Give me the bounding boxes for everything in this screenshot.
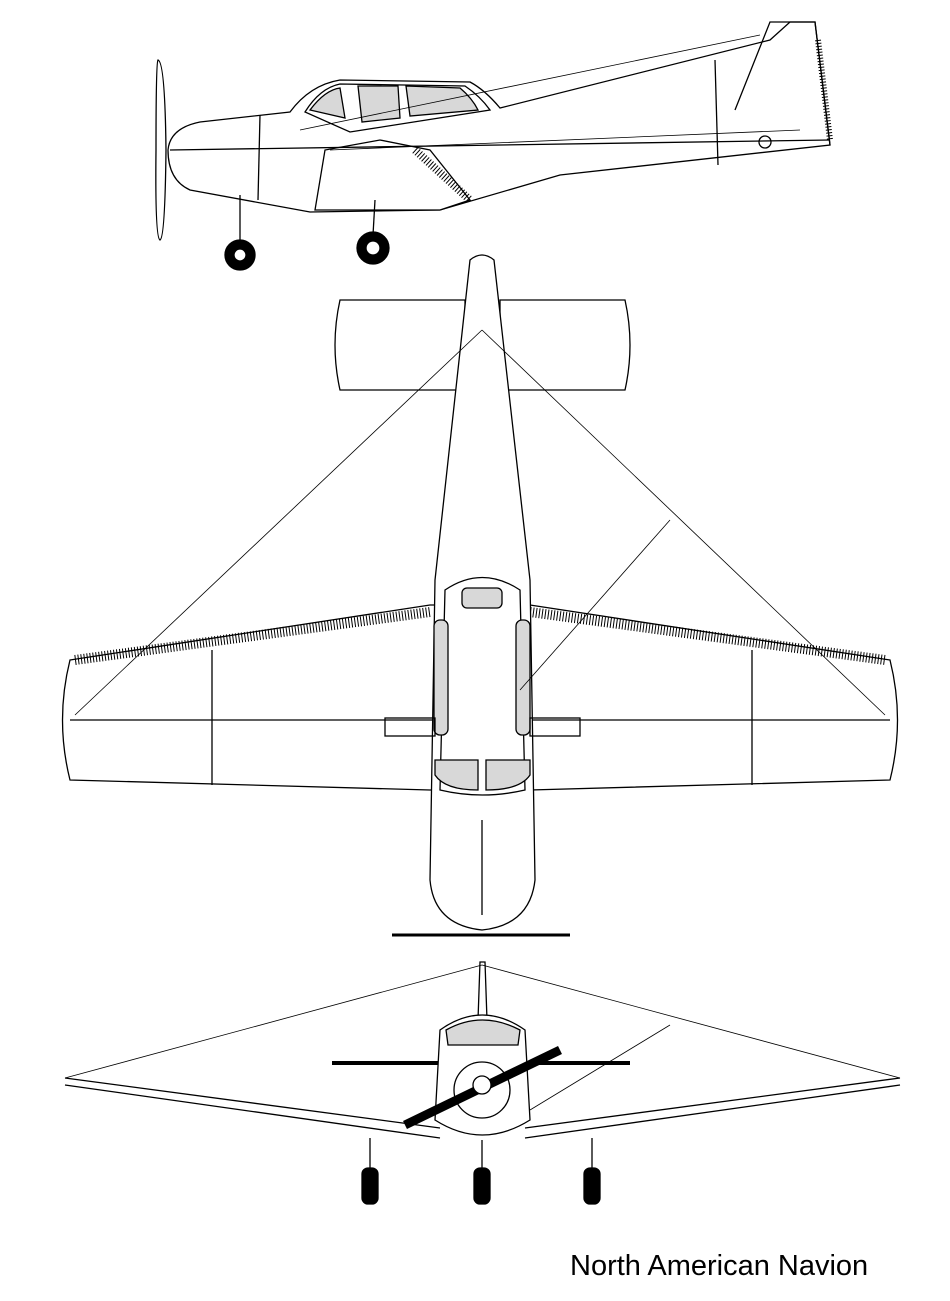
- guide-line: [481, 964, 901, 1079]
- guide-line: [64, 964, 483, 1079]
- wheel-nose: [473, 1167, 491, 1205]
- canopy-window-1: [308, 87, 346, 119]
- horizontal-tail: [334, 299, 631, 391]
- tail-joint: [714, 59, 719, 166]
- wing-left-front: [64, 1077, 441, 1129]
- main-hub: [365, 240, 381, 256]
- fuselage-line: [169, 139, 831, 151]
- wing-right-front: [524, 1077, 901, 1129]
- pitot-left: [384, 717, 436, 737]
- side-window-right: [515, 619, 531, 736]
- cowl-line: [257, 114, 261, 201]
- windshield-right: [485, 759, 531, 791]
- nose-hub: [233, 248, 247, 262]
- wing-right-front-lower: [524, 1084, 901, 1139]
- flap-hatching: [412, 147, 473, 203]
- tail-fin: [734, 21, 831, 146]
- wheel-left: [361, 1167, 379, 1205]
- canopy-window-2: [357, 85, 401, 123]
- side-view: [155, 21, 833, 271]
- cowl-front: [453, 1061, 511, 1119]
- tail-light: [758, 135, 772, 149]
- front-view: [64, 961, 901, 1205]
- canopy-top: [439, 576, 526, 796]
- wheel-right: [583, 1167, 601, 1205]
- main-gear: [372, 199, 376, 236]
- drawing-caption: North American Navion: [570, 1250, 869, 1282]
- windshield-left: [434, 759, 479, 791]
- windshield-front: [445, 1019, 521, 1046]
- wing-left-front-lower: [64, 1084, 441, 1139]
- guide-line: [529, 1024, 671, 1111]
- guide-line: [299, 34, 761, 131]
- guide-line: [329, 129, 801, 151]
- guide-line: [74, 329, 483, 716]
- spinner: [472, 1075, 492, 1095]
- pitot-right: [529, 717, 581, 737]
- propeller: [155, 59, 167, 241]
- fuselage-side: [167, 21, 831, 213]
- side-window-left: [433, 619, 449, 736]
- top-view: [61, 254, 899, 937]
- fin-front: [477, 961, 488, 1021]
- wing-root-side: [314, 139, 472, 211]
- guide-line: [519, 519, 671, 691]
- rear-window: [461, 587, 503, 609]
- guide-line: [481, 329, 886, 716]
